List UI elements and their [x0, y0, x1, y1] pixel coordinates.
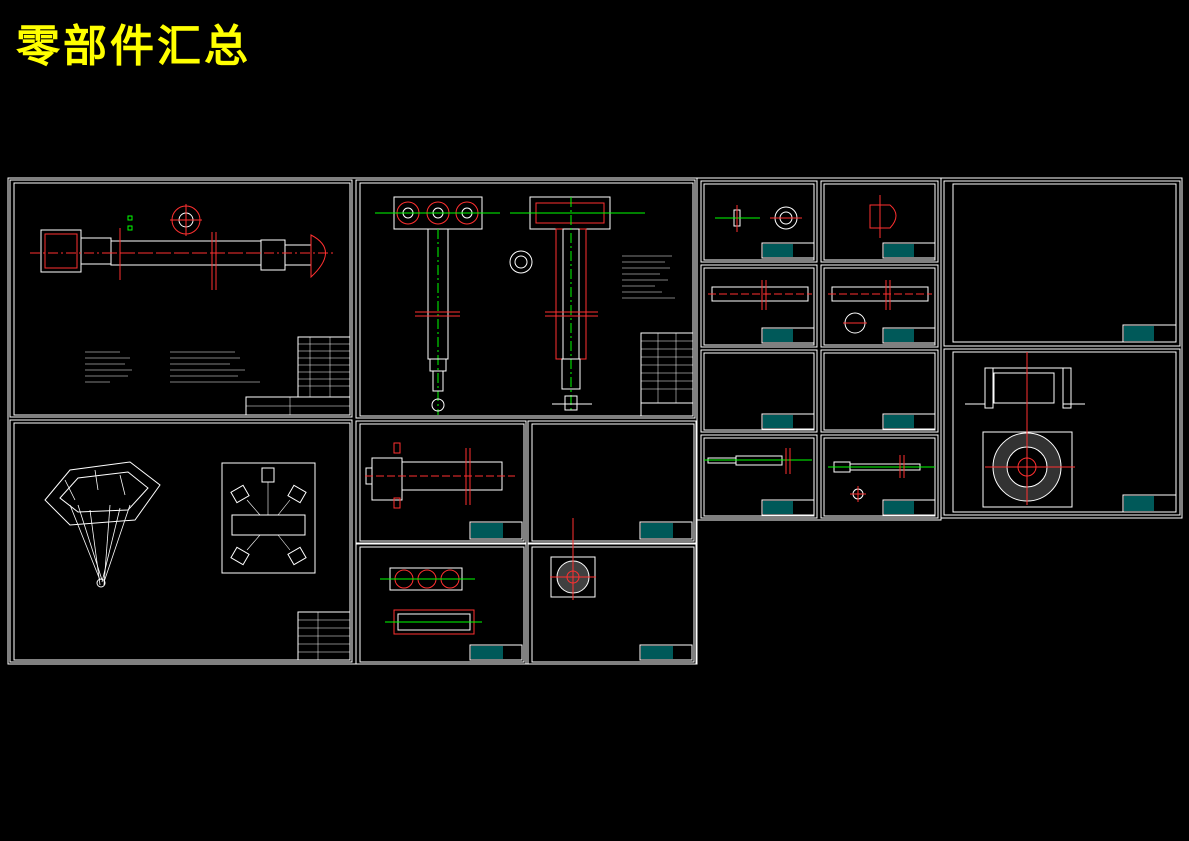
large-ring-part-sheet	[943, 348, 1181, 516]
page-title: 零部件汇总	[16, 21, 251, 72]
rod-part-sheet-1	[700, 264, 818, 348]
long-rod-sheet	[700, 434, 818, 519]
flange-block-sheet	[355, 543, 527, 665]
small-shaft-sheet-2	[820, 180, 939, 263]
sheet-group-frame	[940, 177, 1183, 519]
ring-part-sheet	[527, 518, 697, 665]
robot-overview-sheet	[9, 419, 353, 663]
cylinder-part-sheet	[355, 420, 527, 544]
assembly-sheet	[9, 179, 353, 418]
blank-part-sheet-d	[943, 180, 1181, 347]
blank-part-sheet-b	[700, 349, 818, 433]
rod-part-sheet-2	[820, 264, 939, 348]
blank-part-sheet-c	[820, 349, 939, 433]
rod-end-sheet	[820, 434, 939, 519]
shaft-assembly-sheet	[355, 179, 696, 419]
small-shaft-sheet-1	[700, 180, 818, 263]
blank-part-sheet-a	[527, 420, 697, 544]
